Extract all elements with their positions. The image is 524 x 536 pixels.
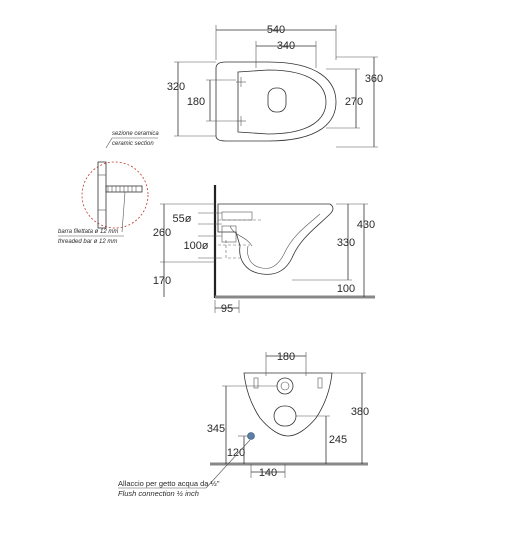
dim-340: 340 [277,40,295,52]
dim-95: 95 [221,303,233,315]
dim-180-rear: 180 [277,351,295,363]
bar-label-en: threaded bar ø 12 mm [58,239,117,245]
dim-430: 430 [357,219,375,231]
dim-270: 270 [345,96,363,108]
dim-100-outlet: 100ø [183,240,208,252]
dim-360: 360 [365,73,383,85]
dim-100-clearance: 100 [337,283,355,295]
rear-view-body [243,372,333,437]
dim-180-top: 180 [187,96,205,108]
flush-connection [247,432,255,440]
section-detail: sezione ceramica ceramic section barra f… [58,131,159,245]
bar-label-it: barra filettata ø 12 mm [58,229,118,235]
flush-note-it: Allaccio per getto acqua da ½" [118,479,220,488]
dim-120: 120 [227,447,245,459]
flush-note-en: Flush connection ½ inch [118,489,199,498]
section-label-en: ceramic section [112,141,154,147]
rear-view: 180 345 120 380 245 140 [207,351,369,479]
dim-330: 330 [337,237,355,249]
top-view: 540 340 320 180 360 270 [167,24,383,148]
side-view-bowl [217,203,334,275]
top-view-bowl-outline [215,61,337,142]
flush-note: Allaccio per getto acqua da ½" Flush con… [118,439,251,498]
dim-140: 140 [259,467,277,479]
top-view-fixing-holes [236,77,246,126]
dim-245: 245 [329,434,347,446]
top-view-seat-opening [267,87,287,113]
dim-320: 320 [167,81,185,93]
dim-55-inlet: 55ø [173,213,192,225]
top-view-seat-outline [237,69,327,135]
section-label-it: sezione ceramica [112,131,159,137]
dim-540: 540 [267,24,285,36]
dim-345: 345 [207,423,225,435]
dim-170: 170 [153,275,171,287]
detail-circle [81,161,149,229]
dim-380: 380 [351,406,369,418]
dim-260: 260 [153,227,171,239]
side-view: 55ø 100ø 260 170 430 330 100 95 [153,185,375,315]
